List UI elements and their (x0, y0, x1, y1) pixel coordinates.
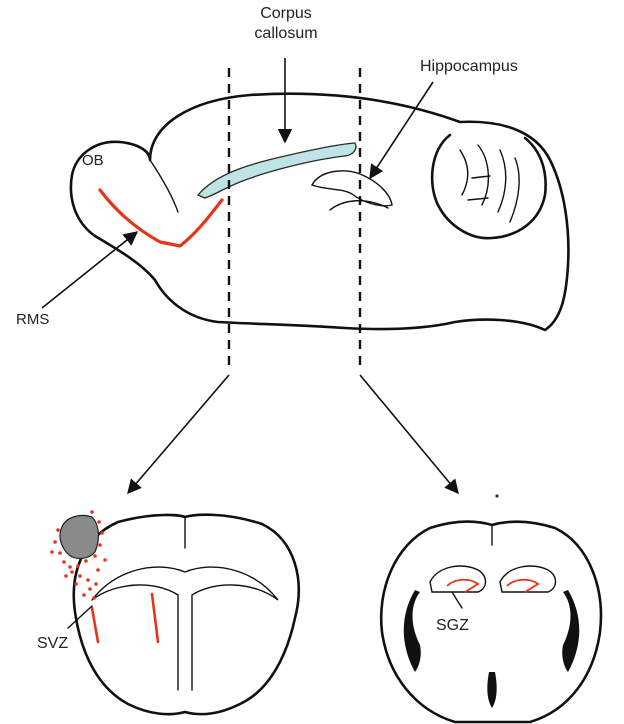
rms-arrow (42, 232, 137, 308)
corpus-callosum-label-line1: Corpus (260, 5, 312, 22)
coronal-anterior-outline (74, 515, 299, 714)
svz-left (92, 608, 98, 642)
stray-mark (495, 494, 498, 497)
svz-label: SVZ (37, 635, 68, 652)
svz-pointer (68, 606, 92, 628)
coronal-anterior-ventricles (92, 567, 278, 690)
cerebellum-outline (432, 135, 545, 238)
hippocampus-section-right (500, 566, 556, 592)
coronal-section-posterior: SGZ (381, 494, 601, 722)
rostral-migratory-stream (100, 190, 222, 246)
hippocampus-label: Hippocampus (420, 58, 518, 75)
svz-right (152, 594, 158, 642)
midline-structure (487, 672, 496, 708)
sgz-left (447, 580, 478, 592)
hippocampus-section-left (430, 566, 486, 592)
lesion-area (60, 515, 98, 558)
sagittal-brain-outline (71, 94, 568, 330)
ventricle-right (562, 590, 579, 672)
corpus-callosum-label-line2: callosum (254, 25, 317, 42)
ventricle-left (404, 590, 421, 672)
ob-label: OB (82, 152, 104, 169)
sagittal-brain (71, 94, 568, 330)
coronal-anterior-arrow (128, 375, 229, 493)
sgz-label: SGZ (436, 617, 469, 634)
cerebellum-folia (460, 145, 519, 222)
cerebral-sulcus (150, 160, 178, 212)
coronal-section-anterior: SVZ (37, 510, 299, 714)
rms-label: RMS (16, 311, 49, 328)
corpus-callosum-shape (198, 143, 356, 198)
sgz-pointer (452, 592, 462, 608)
sgz-right (507, 580, 538, 592)
hippocampus-shape (312, 171, 392, 210)
hippocampus-arrow (370, 82, 433, 178)
coronal-posterior-arrow (360, 375, 458, 493)
